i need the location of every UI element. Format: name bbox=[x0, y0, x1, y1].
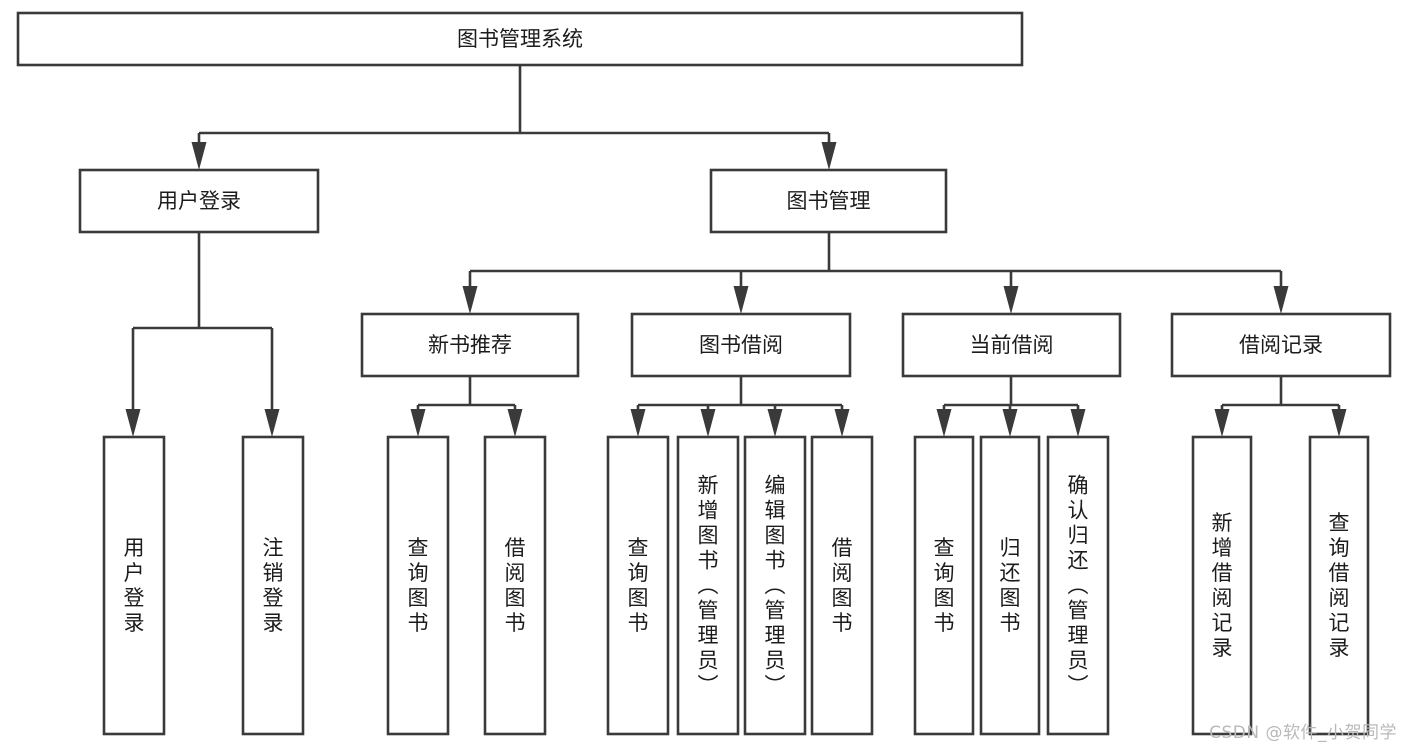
leaf-node-借阅图书[interactable]: 借阅图书 bbox=[810, 435, 874, 736]
arrow-head-icon bbox=[834, 409, 850, 437]
leaf-node-查询图书[interactable]: 查询图书 bbox=[913, 435, 975, 736]
node-label: 借阅图书 bbox=[505, 536, 526, 635]
level2-node-图书管理[interactable]: 图书管理 bbox=[709, 168, 948, 234]
arrow-head-icon bbox=[1331, 409, 1347, 437]
node-label: 图书借阅 bbox=[699, 333, 783, 357]
watermark-text: CSDN @软件_小贺同学 bbox=[1209, 723, 1397, 743]
node-label: 编辑图书︵管理员︶ bbox=[765, 474, 786, 698]
node-box[interactable] bbox=[676, 435, 740, 736]
leaf-node-查询图书[interactable]: 查询图书 bbox=[606, 435, 670, 736]
arrow-head-icon bbox=[410, 409, 426, 437]
arrow-head-icon bbox=[767, 409, 783, 437]
connector-current-bus bbox=[936, 376, 1086, 437]
arrow-head-icon bbox=[191, 142, 207, 170]
node-label: 查询图书 bbox=[408, 536, 429, 635]
node-box[interactable] bbox=[483, 435, 547, 736]
node-label: 用户登录 bbox=[157, 189, 241, 213]
arrow-head-icon bbox=[462, 286, 478, 314]
node-label: 借阅图书 bbox=[832, 536, 853, 635]
leaf-node-确认归还管理员[interactable]: 确认归还︵管理员︶ bbox=[1046, 435, 1110, 736]
node-label: 归还图书 bbox=[1000, 536, 1021, 635]
arrow-head-icon bbox=[1273, 286, 1289, 314]
node-label: 查询图书 bbox=[934, 536, 955, 635]
node-box[interactable] bbox=[386, 435, 450, 736]
connector-root-bus bbox=[191, 65, 837, 170]
node-label: 新增借阅记录 bbox=[1212, 511, 1233, 660]
node-label: 查询借阅记录 bbox=[1329, 511, 1350, 660]
node-box[interactable] bbox=[360, 312, 580, 378]
arrow-head-icon bbox=[630, 409, 646, 437]
level3-node-当前借阅[interactable]: 当前借阅 bbox=[901, 312, 1122, 378]
leaf-node-借阅图书[interactable]: 借阅图书 bbox=[483, 435, 547, 736]
level3-node-新书推荐[interactable]: 新书推荐 bbox=[360, 312, 580, 378]
node-box[interactable] bbox=[810, 435, 874, 736]
leaf-node-归还图书[interactable]: 归还图书 bbox=[979, 435, 1041, 736]
node-box[interactable] bbox=[16, 11, 1024, 67]
connector-record-bus bbox=[1214, 376, 1347, 437]
arrow-head-icon bbox=[264, 409, 280, 437]
node-box[interactable] bbox=[102, 435, 166, 736]
node-label: 查询图书 bbox=[628, 536, 649, 635]
node-box[interactable] bbox=[901, 312, 1122, 378]
connector-new-book-bus bbox=[410, 376, 523, 437]
node-label: 新增图书︵管理员︶ bbox=[698, 474, 719, 698]
node-box[interactable] bbox=[1046, 435, 1110, 736]
node-box[interactable] bbox=[78, 168, 320, 234]
node-label: 图书管理系统 bbox=[457, 27, 583, 51]
root-node-图书管理系统[interactable]: 图书管理系统 bbox=[16, 11, 1024, 67]
connector-layer bbox=[125, 65, 1347, 437]
node-label: 借阅记录 bbox=[1239, 333, 1323, 357]
node-box[interactable] bbox=[1170, 312, 1392, 378]
arrow-head-icon bbox=[700, 409, 716, 437]
node-label: 确认归还︵管理员︶ bbox=[1068, 474, 1089, 698]
node-box[interactable] bbox=[709, 168, 948, 234]
node-box[interactable] bbox=[1308, 435, 1370, 736]
node-layer: 图书管理系统用户登录图书管理新书推荐图书借阅当前借阅借阅记录用户登录注销登录查询… bbox=[16, 11, 1392, 736]
node-label: 图书管理 bbox=[787, 189, 871, 213]
connector-book-mgmt-bus bbox=[462, 232, 1289, 314]
arrow-head-icon bbox=[1002, 409, 1018, 437]
arrow-head-icon bbox=[1214, 409, 1230, 437]
arrow-head-icon bbox=[1003, 286, 1019, 314]
node-label: 注销登录 bbox=[263, 536, 284, 635]
leaf-node-用户登录[interactable]: 用户登录 bbox=[102, 435, 166, 736]
node-box[interactable] bbox=[979, 435, 1041, 736]
connector-user-login-bus bbox=[125, 232, 280, 437]
node-box[interactable] bbox=[606, 435, 670, 736]
leaf-node-编辑图书管理员[interactable]: 编辑图书︵管理员︶ bbox=[743, 435, 807, 736]
node-box[interactable] bbox=[1191, 435, 1253, 736]
level2-node-用户登录[interactable]: 用户登录 bbox=[78, 168, 320, 234]
arrow-head-icon bbox=[1070, 409, 1086, 437]
arrow-head-icon bbox=[821, 142, 837, 170]
level3-node-借阅记录[interactable]: 借阅记录 bbox=[1170, 312, 1392, 378]
leaf-node-查询图书[interactable]: 查询图书 bbox=[386, 435, 450, 736]
leaf-node-注销登录[interactable]: 注销登录 bbox=[241, 435, 305, 736]
level3-node-图书借阅[interactable]: 图书借阅 bbox=[630, 312, 852, 378]
leaf-node-查询借阅记录[interactable]: 查询借阅记录 bbox=[1308, 435, 1370, 736]
arrow-head-icon bbox=[936, 409, 952, 437]
leaf-node-新增借阅记录[interactable]: 新增借阅记录 bbox=[1191, 435, 1253, 736]
connector-borrow-book-bus bbox=[630, 376, 850, 437]
node-box[interactable] bbox=[743, 435, 807, 736]
node-label: 新书推荐 bbox=[428, 333, 512, 357]
node-label: 当前借阅 bbox=[970, 333, 1054, 357]
arrow-head-icon bbox=[733, 286, 749, 314]
arrow-head-icon bbox=[507, 409, 523, 437]
leaf-node-新增图书管理员[interactable]: 新增图书︵管理员︶ bbox=[676, 435, 740, 736]
arrow-head-icon bbox=[125, 409, 141, 437]
node-box[interactable] bbox=[913, 435, 975, 736]
node-box[interactable] bbox=[630, 312, 852, 378]
node-label: 用户登录 bbox=[124, 536, 145, 635]
node-box[interactable] bbox=[241, 435, 305, 736]
